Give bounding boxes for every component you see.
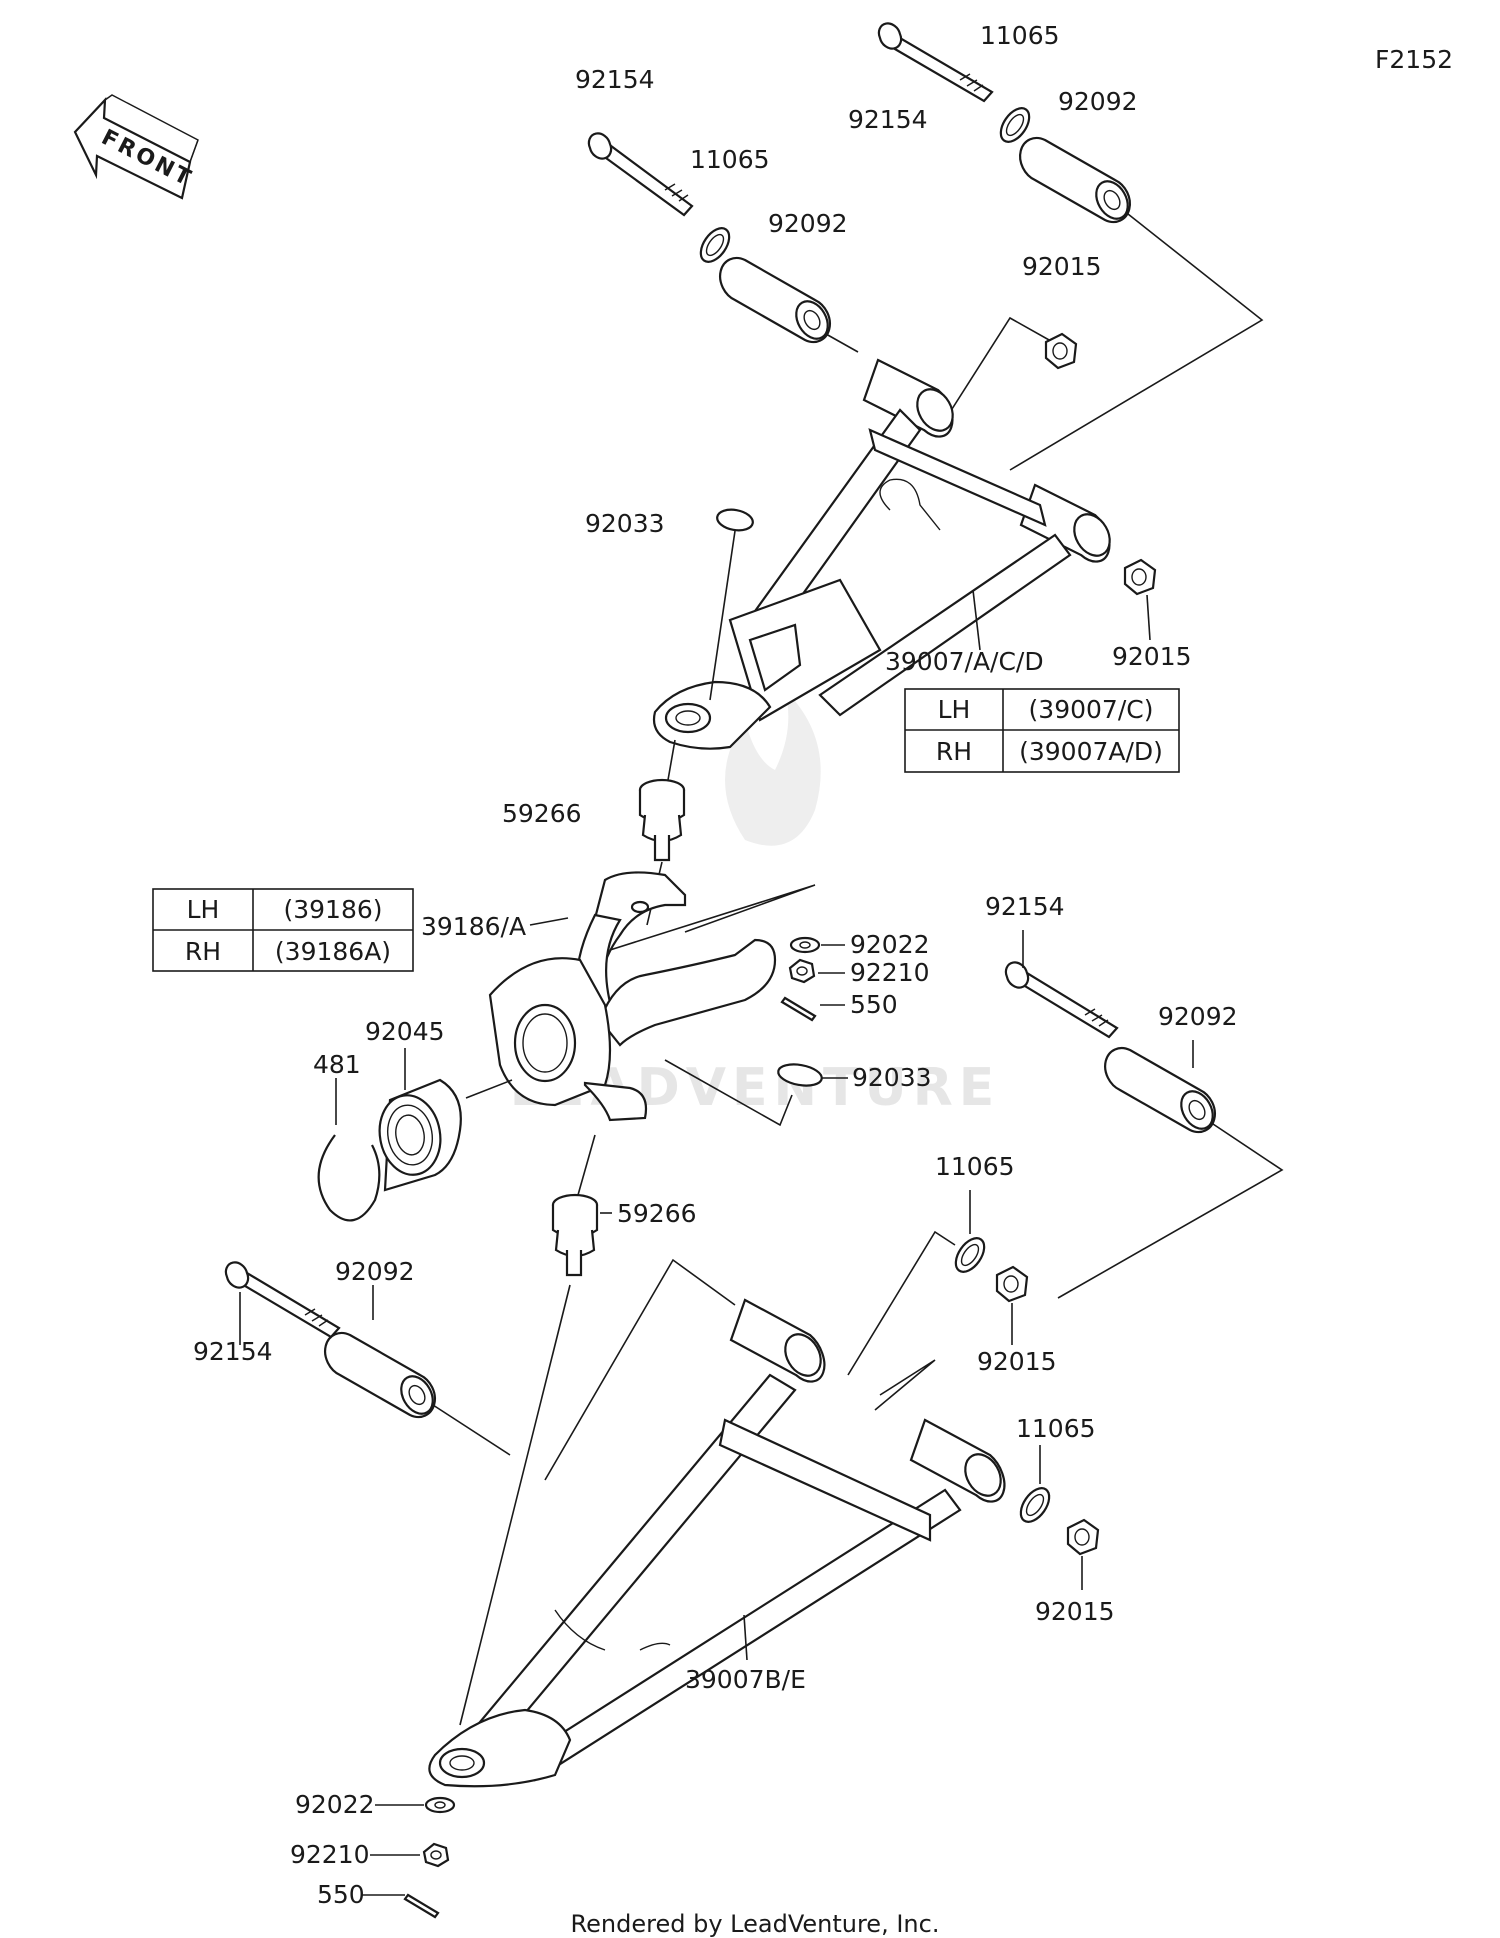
- table-knuckle-rh-side: RH: [185, 937, 221, 966]
- cotter-pin-bottom: [403, 1893, 440, 1919]
- bolt-mid-right: [1004, 961, 1119, 1039]
- label-castle-nut-bottom: 92210: [290, 1840, 370, 1869]
- table-knuckle: LH (39186) RH (39186A): [152, 888, 414, 972]
- label-washer-top-right: 11065: [980, 21, 1060, 50]
- label-nut-lower-front: 92015: [1035, 1597, 1115, 1626]
- snap-ring-upper: [716, 508, 754, 532]
- ball-joint-upper: [638, 778, 686, 862]
- table-upper-arm-rh-side: RH: [936, 737, 972, 766]
- label-bushing-top-left: 92092: [768, 209, 848, 238]
- table-knuckle-lh-part: (39186): [283, 895, 382, 924]
- label-bolt-top-right: 92154: [848, 105, 928, 134]
- ball-joint-lower: [551, 1193, 599, 1277]
- table-knuckle-lh-side: LH: [187, 895, 220, 924]
- label-bushing-mid-right: 92092: [1158, 1002, 1238, 1031]
- label-bushing-top-right: 92092: [1058, 87, 1138, 116]
- label-circlip: 481: [313, 1050, 361, 1079]
- label-ball-joint-lower: 59266: [617, 1199, 697, 1228]
- washer-lower-rear: [954, 1237, 986, 1273]
- label-washer-lower-front: 11065: [1016, 1414, 1096, 1443]
- washer-bottom: [424, 1796, 456, 1814]
- bushing-top-left: [719, 256, 831, 344]
- cotter-pin-knuckle: [780, 996, 817, 1022]
- bolt-top-left: [587, 132, 694, 217]
- label-upper-arm: 39007/A/C/D: [885, 647, 1044, 676]
- lower-a-arm: [428, 1258, 1006, 1788]
- table-upper-arm-rh-part: (39007A/D): [1019, 737, 1163, 766]
- label-bushing-lower-left: 92092: [335, 1257, 415, 1286]
- wheel-bearing: [378, 1078, 462, 1192]
- table-upper-arm: LH (39007/C) RH (39007A/D): [904, 688, 1180, 773]
- label-lower-arm: 39007B/E: [685, 1665, 806, 1694]
- nut-upper-rear: [1044, 332, 1078, 370]
- label-bolt-lower-left: 92154: [193, 1337, 273, 1366]
- label-castle-nut-knuckle: 92210: [850, 958, 930, 987]
- front-arrow-icon: [73, 97, 192, 200]
- front-arrow: FRONT: [73, 94, 199, 200]
- figure-code: F2152: [1375, 45, 1453, 74]
- washer-lower-front: [1019, 1487, 1051, 1523]
- bushing-mid-right: [1104, 1046, 1216, 1134]
- circlip: [317, 1134, 381, 1222]
- snap-ring-knuckle: [777, 1063, 823, 1087]
- castle-nut-bottom: [422, 1842, 450, 1868]
- label-knuckle: 39186/A: [421, 912, 526, 941]
- bushing-top-right: [1019, 136, 1131, 224]
- nut-upper-front: [1123, 558, 1157, 596]
- label-snap-ring-knuckle: 92033: [852, 1063, 932, 1092]
- table-knuckle-rh-part: (39186A): [275, 937, 391, 966]
- label-cotter-pin-bottom: 550: [317, 1880, 365, 1909]
- washer-top-left: [699, 227, 731, 263]
- label-bolt-top-left: 92154: [575, 65, 655, 94]
- bolt-lower-left: [224, 1261, 341, 1339]
- upper-a-arm: [652, 358, 1111, 750]
- bolt-top-right: [877, 22, 994, 103]
- table-upper-arm-lh-part: (39007/C): [1029, 695, 1154, 724]
- label-washer-knuckle: 92022: [850, 930, 930, 959]
- label-washer-bottom: 92022: [295, 1790, 375, 1819]
- label-snap-ring-upper: 92033: [585, 509, 665, 538]
- label-nut-upper-front: 92015: [1112, 642, 1192, 671]
- label-washer-top-left: 11065: [690, 145, 770, 174]
- bushing-lower-left: [324, 1331, 436, 1419]
- washer-top-right: [999, 107, 1031, 143]
- label-bolt-mid-right: 92154: [985, 892, 1065, 921]
- label-ball-joint-upper: 59266: [502, 799, 582, 828]
- nut-lower-rear: [995, 1265, 1029, 1303]
- label-cotter-pin-knuckle: 550: [850, 990, 898, 1019]
- washer-knuckle: [789, 936, 821, 954]
- footer-credit: Rendered by LeadVenture, Inc.: [571, 1910, 940, 1938]
- castle-nut-knuckle: [788, 958, 816, 984]
- label-nut-lower-rear: 92015: [977, 1347, 1057, 1376]
- table-upper-arm-lh-side: LH: [938, 695, 971, 724]
- label-bearing: 92045: [365, 1017, 445, 1046]
- steering-knuckle: [488, 871, 777, 1122]
- label-washer-lower-rear: 11065: [935, 1152, 1015, 1181]
- label-nut-upper-rear: 92015: [1022, 252, 1102, 281]
- nut-lower-front: [1066, 1518, 1100, 1556]
